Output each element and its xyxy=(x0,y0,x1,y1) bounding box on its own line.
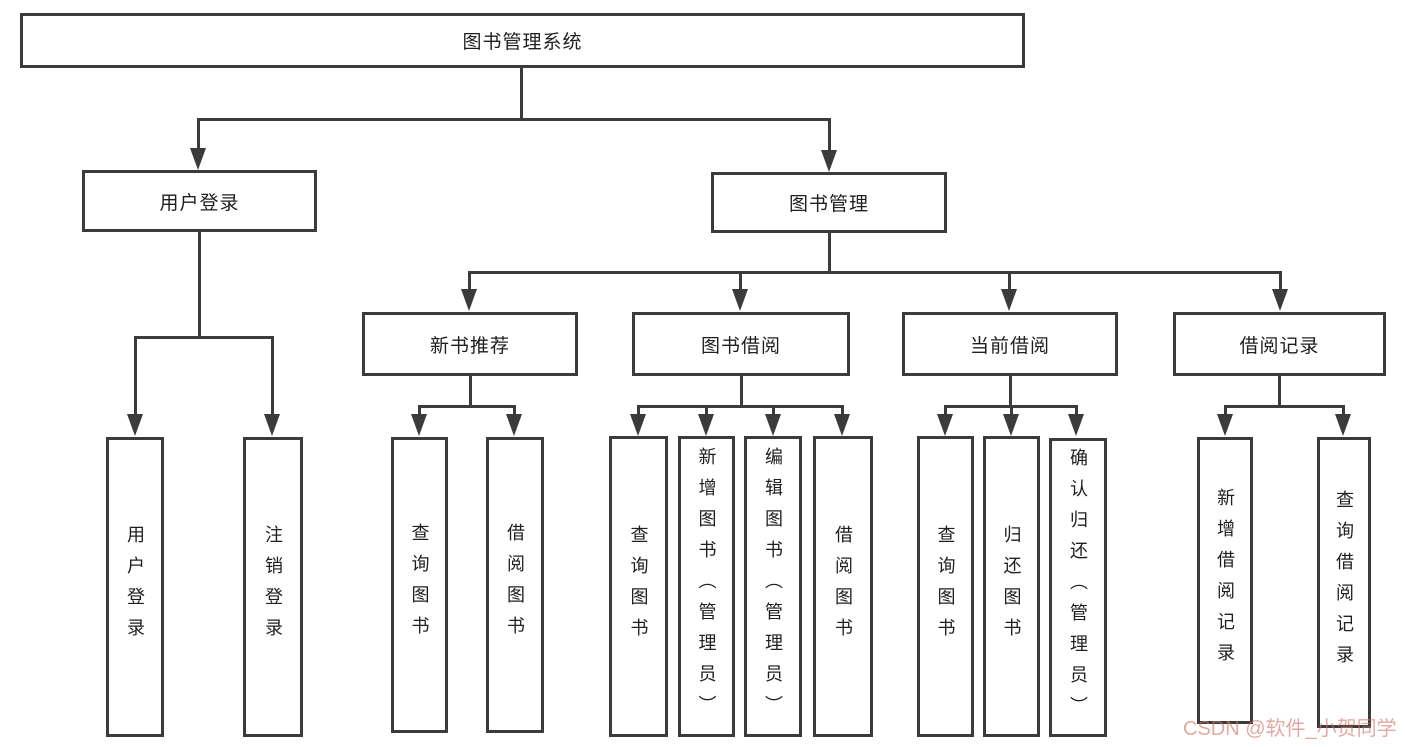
connector-line xyxy=(419,405,516,408)
node-label: 查询借阅记录 xyxy=(1334,489,1354,676)
connector-line xyxy=(197,118,200,150)
arrow-down-icon xyxy=(1068,414,1084,436)
connector-line xyxy=(469,271,1281,274)
node-label: 新书推荐 xyxy=(429,335,510,357)
arrow-down-icon xyxy=(937,414,953,436)
arrow-down-icon xyxy=(1001,289,1017,311)
connector-line xyxy=(469,376,472,407)
connector-line xyxy=(1224,405,1227,415)
connector-line xyxy=(739,271,742,289)
node-records-query-record: 查询借阅记录 xyxy=(1317,437,1371,728)
connector-line xyxy=(828,233,831,273)
connector-line xyxy=(1279,271,1282,289)
arrow-down-icon xyxy=(506,414,522,436)
arrow-down-icon xyxy=(698,414,714,436)
node-newbook-query-books: 查询图书 xyxy=(391,437,448,733)
arrow-down-icon xyxy=(1335,414,1351,436)
node-label: 图书管理系统 xyxy=(462,32,583,53)
connector-line xyxy=(772,405,775,415)
node-label: 编辑图书（管理员） xyxy=(763,447,783,726)
csdn-watermark: CSDN @软件_小贺同学 xyxy=(1183,718,1397,740)
node-newbook-borrow-books: 借阅图书 xyxy=(486,437,544,733)
node-label: 查询图书 xyxy=(628,524,649,649)
node-label: 用户登录 xyxy=(159,192,240,214)
arrow-down-icon xyxy=(1272,289,1288,311)
node-label: 新增图书（管理员） xyxy=(696,447,717,726)
connector-line xyxy=(1278,376,1281,407)
connector-line xyxy=(468,271,471,289)
arrow-down-icon xyxy=(834,414,850,436)
arrow-down-icon xyxy=(821,150,837,172)
node-label: 注销登录 xyxy=(263,525,283,649)
arrow-down-icon xyxy=(461,289,477,311)
node-records-add-record: 新增借阅记录 xyxy=(1197,437,1253,724)
connector-line xyxy=(1075,405,1078,415)
node-label: 当前借阅 xyxy=(969,335,1050,357)
node-book-management: 图书管理 xyxy=(711,172,947,233)
connector-line xyxy=(944,405,947,415)
connector-line xyxy=(638,405,843,408)
node-borrow-edit-books-admin: 编辑图书（管理员） xyxy=(744,436,802,737)
connector-line xyxy=(1009,376,1012,407)
node-label: 新增借阅记录 xyxy=(1215,487,1235,674)
connector-line xyxy=(1008,271,1011,289)
node-borrow-add-books-admin: 新增图书（管理员） xyxy=(678,436,735,737)
arrow-down-icon xyxy=(765,414,781,436)
node-borrow-borrow-books: 借阅图书 xyxy=(813,436,873,737)
node-user-login: 用户登录 xyxy=(82,170,317,232)
connector-line xyxy=(134,336,137,414)
node-label: 查询图书 xyxy=(935,524,956,649)
connector-line xyxy=(513,405,516,415)
arrow-down-icon xyxy=(411,414,427,436)
node-logout-action: 注销登录 xyxy=(243,437,303,737)
node-label: 确认归还（管理员） xyxy=(1068,448,1088,727)
node-user-login-action: 用户登录 xyxy=(106,437,164,737)
arrow-down-icon xyxy=(264,414,280,436)
connector-line xyxy=(1010,405,1013,415)
connector-line xyxy=(520,68,523,120)
connector-line xyxy=(197,118,831,121)
arrow-down-icon xyxy=(1003,414,1019,436)
node-label: 借阅记录 xyxy=(1239,335,1320,357)
node-current-query-books: 查询图书 xyxy=(917,436,974,737)
connector-line xyxy=(134,336,273,339)
connector-line xyxy=(841,405,844,415)
node-current-borrow: 当前借阅 xyxy=(902,312,1118,376)
connector-line xyxy=(418,405,421,415)
node-current-return-books: 归还图书 xyxy=(983,436,1040,737)
arrow-down-icon xyxy=(190,148,206,170)
node-label: 借阅图书 xyxy=(833,524,853,649)
connector-line xyxy=(705,405,708,415)
connector-line xyxy=(1342,405,1345,415)
node-root: 图书管理系统 xyxy=(20,13,1025,68)
node-new-book-recommend: 新书推荐 xyxy=(362,312,578,376)
connector-line xyxy=(828,118,831,152)
connector-line xyxy=(1225,405,1344,408)
arrow-down-icon xyxy=(127,414,143,436)
node-label: 图书借阅 xyxy=(700,335,781,357)
node-label: 查询图书 xyxy=(409,523,430,647)
connector-line xyxy=(198,232,201,338)
node-label: 借阅图书 xyxy=(505,523,525,647)
connector-line xyxy=(271,336,274,414)
node-label: 图书管理 xyxy=(788,194,869,215)
node-borrow-records: 借阅记录 xyxy=(1173,312,1386,376)
connector-line xyxy=(637,405,640,415)
node-label: 归还图书 xyxy=(1001,524,1022,649)
arrow-down-icon xyxy=(630,414,646,436)
arrow-down-icon xyxy=(732,289,748,311)
node-current-confirm-return-admin: 确认归还（管理员） xyxy=(1049,438,1107,737)
node-label: 用户登录 xyxy=(125,525,145,649)
arrow-down-icon xyxy=(1217,414,1233,436)
connector-line xyxy=(740,376,743,407)
node-borrow-query-books: 查询图书 xyxy=(609,436,668,737)
node-book-borrow: 图书借阅 xyxy=(632,312,850,376)
